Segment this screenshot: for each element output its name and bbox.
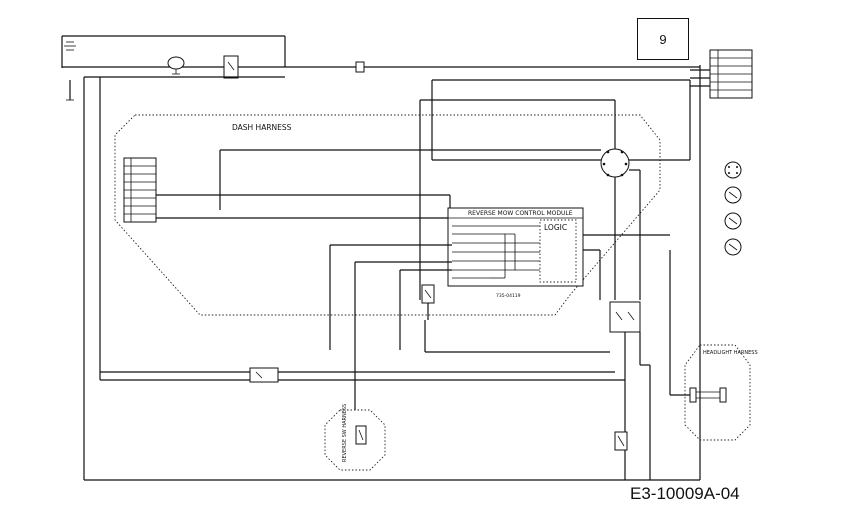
headlight-harness: HEADLIGHT HARNESS (684, 344, 758, 441)
page-number-box: 9 (637, 18, 689, 60)
reverse-mow-control-module: REVERSE MOW CONTROL MODULE LOGIC 735-041… (329, 207, 601, 380)
page-number: 9 (659, 31, 667, 47)
module-logic-label: LOGIC (544, 223, 567, 232)
ignition-switch (219, 79, 691, 300)
reverse-sw-harness-label: REVERSE SW HARNESS (342, 404, 348, 462)
battery-circuit (61, 35, 701, 480)
module-title: REVERSE MOW CONTROL MODULE (468, 210, 573, 217)
pto-switch (99, 77, 625, 383)
lower-right-switch (614, 431, 628, 451)
seat-switch (421, 284, 435, 320)
relay-block (424, 301, 651, 480)
stator-connector-block (690, 49, 753, 99)
headlight-feed (583, 234, 690, 396)
left-ground-lines (66, 76, 700, 481)
headlight-harness-label: HEADLIGHT HARNESS (703, 350, 758, 356)
dash-harness-label: DASH HARNESS (232, 123, 292, 132)
key-position-symbols (724, 161, 742, 256)
dash-harness-outline: DASH HARNESS (114, 114, 661, 316)
drawing-number: E3-10009A-04 (630, 484, 740, 503)
dash-left-connector (123, 157, 451, 225)
module-part-number: 735-04119 (496, 293, 521, 299)
reverse-sw-harness: REVERSE SW HARNESS (324, 380, 386, 471)
